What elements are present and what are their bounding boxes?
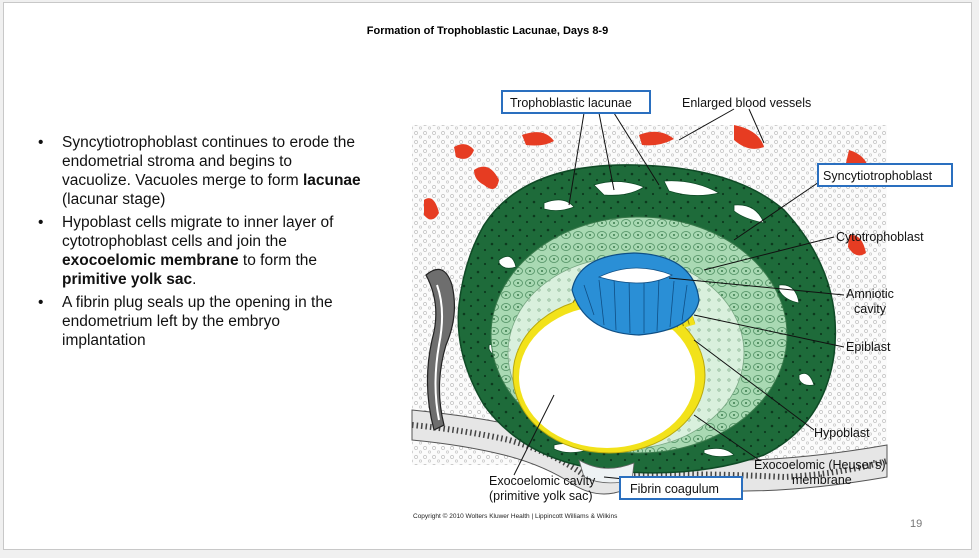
epiblast-cells [583, 276, 688, 334]
label-epiblast: Epiblast [846, 340, 891, 354]
trophoblastic-lacunae-box [501, 90, 651, 114]
label-exocoelomic-membrane-1: Exocoelomic (Heuser's) [754, 458, 886, 472]
label-fibrin-coagulum: Fibrin coagulum [630, 482, 719, 496]
label-syncytiotrophoblast: Syncytiotrophoblast [823, 169, 933, 183]
copyright-notice: Copyright © 2010 Wolters Kluwer Health |… [413, 513, 618, 520]
amniotic-cavity [597, 267, 673, 284]
bullet-item: • A fibrin plug seals up the opening in … [38, 294, 333, 349]
label-amniotic-cavity-1: Amniotic [846, 287, 894, 301]
label-exocoelomic-membrane-2: membrane [792, 473, 852, 487]
label-amniotic-cavity-2: cavity [854, 302, 887, 316]
bullet-glyph: • [38, 214, 44, 231]
syncytiotrophoblast-box [817, 163, 953, 187]
leader-lines [513, 108, 845, 481]
trophoblastic-lacunae [488, 180, 815, 457]
uterine-gland [425, 268, 456, 431]
bullet-glyph: • [38, 294, 44, 311]
bullet-item: • Syncytiotrophoblast continues to erode… [38, 134, 361, 208]
label-cytotrophoblast: Cytotrophoblast [836, 230, 924, 244]
bullet-glyph: • [38, 134, 44, 151]
slide: Formation of Trophoblastic Lacunae, Days… [3, 2, 972, 550]
epithelium-cells [411, 422, 888, 481]
label-trophoblastic-lacunae: Trophoblastic lacunae [510, 96, 632, 110]
label-enlarged-blood-vessels: Enlarged blood vessels [682, 96, 811, 110]
bullet-item: • Hypoblast cells migrate to inner layer… [38, 214, 334, 288]
embryo-diagram: Trophoblastic lacunae Enlarged blood ves… [411, 90, 953, 503]
slide-title: Formation of Trophoblastic Lacunae, Days… [366, 25, 609, 37]
fibrin-coagulum-box [619, 476, 743, 500]
page-number: 19 [910, 518, 923, 530]
label-exocoelomic-cavity-1: Exocoelomic cavity [489, 474, 596, 488]
exocoelomic-cavity [519, 306, 695, 448]
label-exocoelomic-cavity-2: (primitive yolk sac) [489, 489, 593, 503]
bullet-list: • Syncytiotrophoblast continues to erode… [34, 133, 364, 354]
label-hypoblast: Hypoblast [814, 426, 870, 440]
uterine-gland-lumen [434, 284, 443, 421]
